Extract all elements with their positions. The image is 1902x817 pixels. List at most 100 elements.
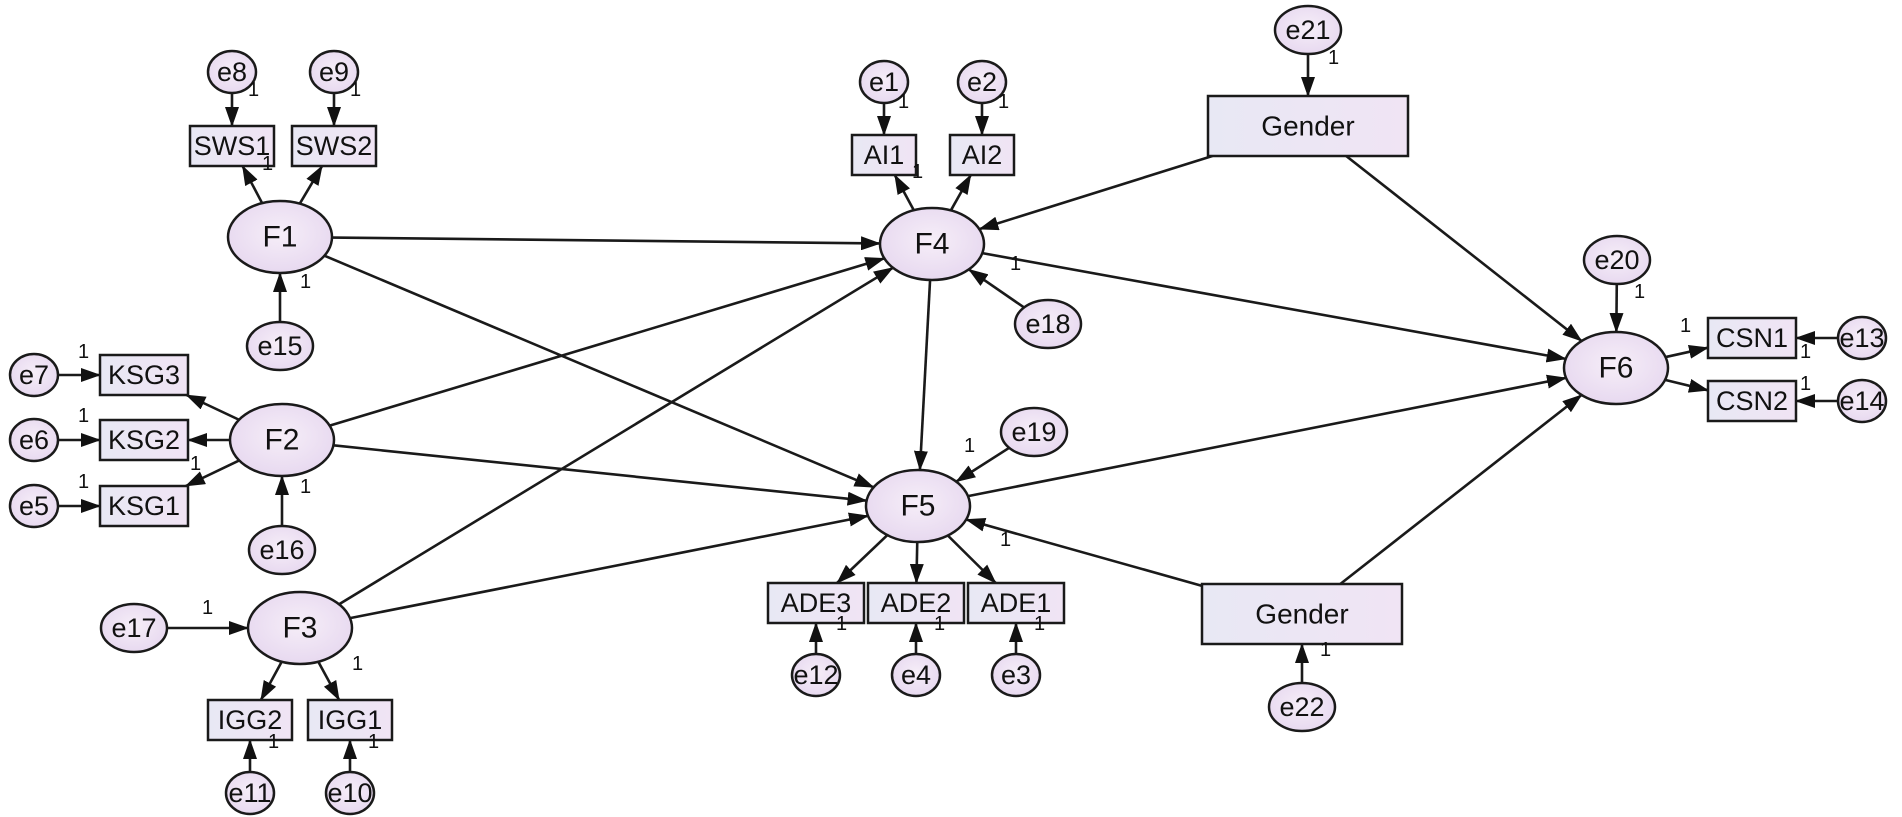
error-circle	[1013, 298, 1083, 350]
error-term-label: e10	[327, 778, 372, 808]
latent-factor-label: F5	[900, 490, 935, 523]
path-coefficient-e12-to-ade3: 1	[836, 613, 847, 635]
path-arrow-f6-to-csn1	[1665, 344, 1709, 359]
path-coefficient-e14-to-csn2: 1	[1800, 373, 1811, 395]
error-term-label: e4	[901, 660, 931, 690]
error-circle	[1582, 234, 1652, 286]
path-arrow-e18-to-f4	[968, 268, 1025, 309]
latent-ellipse	[246, 590, 354, 666]
observed-indicator-sws1: SWS1	[188, 124, 276, 168]
indicator-box	[866, 581, 966, 625]
error-circle	[224, 770, 276, 816]
indicator-box	[966, 581, 1066, 625]
indicator-box	[766, 581, 866, 625]
indicator-box	[206, 698, 294, 742]
observed-indicator-label: IGG2	[218, 705, 283, 735]
observed-indicator-label: ADE2	[881, 588, 952, 618]
path-coefficient-e10-to-igg1: 1	[368, 731, 379, 753]
observed-indicator-ai2: AI2	[948, 133, 1016, 177]
path-coefficient-e22-to-genderbottom: 1	[1320, 639, 1331, 661]
observed-indicator-label: CSN1	[1716, 323, 1788, 353]
latent-ellipse	[878, 206, 986, 282]
error-term-e18: e18	[1013, 298, 1083, 350]
path-arrow-genderbottom-to-f6	[1339, 393, 1583, 586]
observed-indicator-label: ADE3	[781, 588, 852, 618]
path-coefficient-e8-to-sws1: 1	[248, 79, 259, 101]
path-arrow-f3-to-f5	[349, 512, 869, 620]
latent-factor-f3: F3	[246, 590, 354, 666]
path-arrow-f5-to-ade3	[836, 534, 889, 584]
observed-indicator-csn1: CSN1	[1706, 316, 1798, 360]
error-term-e8: e8	[206, 49, 258, 95]
latent-ellipse	[1562, 330, 1670, 406]
error-term-e16: e16	[247, 524, 317, 576]
path-coefficient-e7-to-ksg3: 1	[78, 341, 89, 363]
error-term-label: e21	[1285, 15, 1330, 45]
latent-factor-label: F4	[914, 228, 949, 261]
path-coefficient-e3-to-ade1: 1	[1034, 613, 1045, 635]
error-circle	[8, 352, 60, 398]
error-term-label: e8	[217, 57, 247, 87]
error-circle	[99, 602, 169, 654]
path-arrow-f1-to-f4	[331, 236, 882, 251]
indicator-box	[948, 133, 1016, 177]
path-coefficient-e19-to-f5: 1	[964, 435, 975, 457]
path-coefficient-e20-to-f6: 1	[1634, 281, 1645, 303]
latent-factor-f6: F6	[1562, 330, 1670, 406]
error-term-label: e5	[19, 491, 49, 521]
observed-indicator-label: KSG3	[108, 360, 180, 390]
observed-indicator-label: IGG1	[318, 705, 383, 735]
edges-layer	[58, 54, 1838, 772]
indicator-box	[290, 124, 378, 168]
observed-indicator-label: ADE1	[981, 588, 1052, 618]
error-circle	[858, 59, 910, 105]
path-coefficient-e13-to-csn1: 1	[1800, 341, 1811, 363]
latent-factor-f4: F4	[878, 206, 986, 282]
path-arrow-f2-to-f4	[329, 257, 886, 427]
path-arrow-f1-to-sws1	[241, 165, 264, 204]
error-term-label: e1	[869, 67, 899, 97]
error-circle	[990, 652, 1042, 698]
observed-indicator-label: SWS2	[296, 131, 373, 161]
error-circle	[324, 770, 376, 816]
path-arrow-gendertop-to-f4	[978, 154, 1213, 231]
path-coefficient-e2-to-ai2: 1	[998, 91, 1009, 113]
error-term-e11: e11	[224, 770, 276, 816]
path-coefficient-e18-to-f4: 1	[1010, 253, 1021, 275]
error-term-e3: e3	[990, 652, 1042, 698]
error-circle	[8, 483, 60, 529]
observed-indicator-ksg1: KSG1	[98, 484, 190, 528]
error-term-e9: e9	[308, 49, 360, 95]
error-term-label: e14	[1839, 386, 1884, 416]
error-circle	[999, 406, 1069, 458]
path-coefficient-e5-to-ksg1: 1	[78, 471, 89, 493]
error-term-e20: e20	[1582, 234, 1652, 286]
latent-ellipse	[228, 402, 336, 478]
path-arrow-f6-to-csn2	[1664, 378, 1709, 393]
error-term-e12: e12	[790, 652, 842, 698]
latent-factor-f5: F5	[864, 468, 972, 544]
error-term-e21: e21	[1273, 4, 1343, 56]
path-coefficient-e16-to-f2: 1	[300, 476, 311, 498]
error-circle	[8, 417, 60, 463]
error-term-e2: e2	[956, 59, 1008, 105]
path-coefficient-f5-to-ade1: 1	[1000, 529, 1011, 551]
observed-indicator-igg1: IGG1	[306, 698, 394, 742]
indicator-box	[306, 698, 394, 742]
path-arrow-f3-to-igg1	[317, 661, 341, 701]
error-term-e13: e13	[1836, 315, 1888, 361]
indicator-box	[1706, 379, 1798, 423]
error-term-label: e6	[19, 425, 49, 455]
latent-ellipse	[864, 468, 972, 544]
indicator-box	[98, 484, 190, 528]
error-term-label: e9	[319, 57, 349, 87]
error-term-label: e3	[1001, 660, 1031, 690]
error-term-label: e17	[111, 613, 156, 643]
error-circle	[790, 652, 842, 698]
gender-variable-label: Gender	[1261, 111, 1354, 142]
error-term-e22: e22	[1267, 681, 1337, 733]
error-circle	[890, 652, 942, 698]
error-term-e15: e15	[245, 320, 315, 372]
